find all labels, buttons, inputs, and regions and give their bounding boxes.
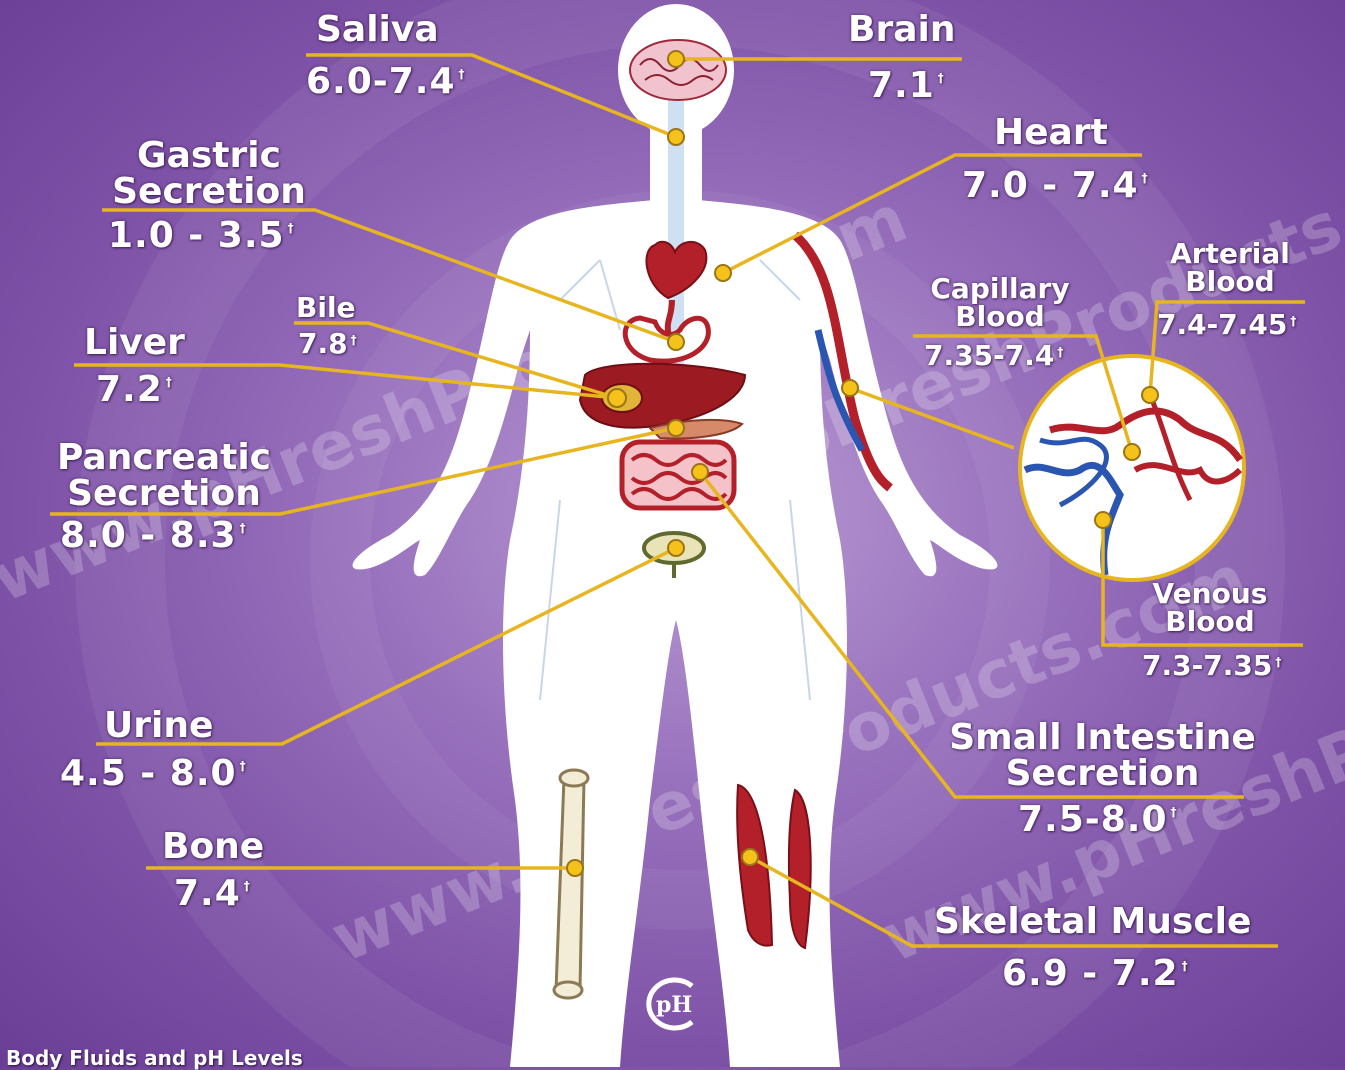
pancreatic-label: PancreaticSecretion <box>48 440 280 512</box>
venous-blood-label: VenousBlood <box>1140 580 1280 636</box>
gastric-label: GastricSecretion <box>104 138 314 210</box>
urine-value: 4.5 - 8.0† <box>60 756 247 792</box>
footer-caption: Body Fluids and pH Levels <box>6 1046 303 1070</box>
arterial-blood-label: ArterialBlood <box>1150 240 1310 296</box>
small-intestine-label: Small IntestineSecretion <box>940 720 1265 792</box>
ph-logo: pH <box>632 976 716 1032</box>
heart-value: 7.0 - 7.4† <box>962 168 1149 204</box>
skeletal-muscle-value: 6.9 - 7.2† <box>1002 956 1189 992</box>
heart-label: Heart <box>994 115 1108 151</box>
intestine-organ <box>622 442 734 508</box>
gastric-value: 1.0 - 3.5† <box>108 218 295 254</box>
small-intestine-value: 7.5-8.0† <box>1018 802 1178 838</box>
bone-value: 7.4† <box>174 876 251 912</box>
capillary-inset <box>1020 356 1244 580</box>
liver-value: 7.2† <box>96 372 173 408</box>
saliva-value: 6.0-7.4† <box>306 64 466 100</box>
bile-label: Bile <box>296 294 356 322</box>
capillary-blood-value: 7.35-7.4† <box>924 342 1063 370</box>
brain-label: Brain <box>848 12 955 48</box>
liver-label: Liver <box>84 325 185 361</box>
saliva-label: Saliva <box>316 12 439 48</box>
ph-logo-text: pH <box>656 992 692 1018</box>
bile-value: 7.8† <box>298 330 357 358</box>
arterial-blood-value: 7.4-7.45† <box>1157 311 1296 339</box>
pancreatic-value: 8.0 - 8.3† <box>60 518 247 554</box>
brain-value: 7.1† <box>868 68 945 104</box>
urine-label: Urine <box>104 708 213 744</box>
skeletal-muscle-label: Skeletal Muscle <box>934 904 1251 940</box>
bone-label: Bone <box>162 829 264 865</box>
capillary-blood-label: CapillaryBlood <box>910 275 1090 331</box>
brain-organ <box>630 40 726 100</box>
venous-blood-value: 7.3-7.35† <box>1142 652 1281 680</box>
